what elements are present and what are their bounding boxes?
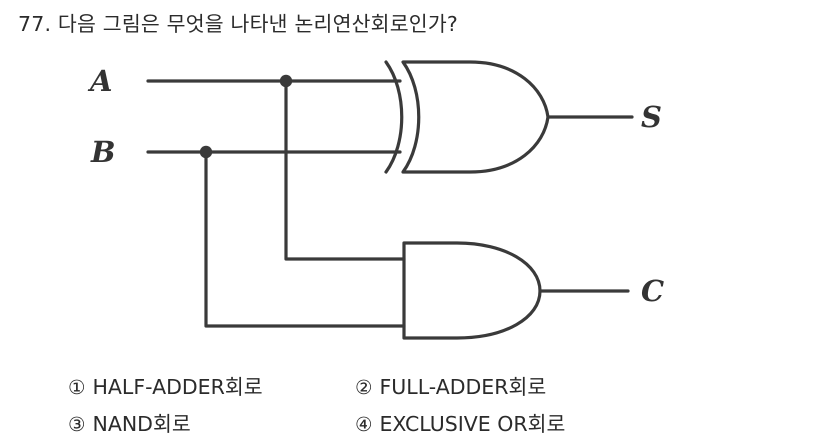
xor-gate-outer-arc: [384, 60, 404, 174]
xor-gate-body: [401, 60, 550, 174]
output-label-c: C: [641, 274, 665, 308]
option-marker-1: ①: [68, 376, 86, 399]
option-label-3: NAND회로: [92, 412, 191, 436]
answer-option-1[interactable]: ① HALF-ADDER회로: [68, 370, 263, 400]
input-label-a: A: [90, 64, 113, 98]
answer-option-2[interactable]: ② FULL-ADDER회로: [355, 370, 546, 400]
answer-option-4[interactable]: ④ EXCLUSIVE OR회로: [355, 407, 565, 437]
option-label-2: FULL-ADDER회로: [379, 375, 547, 399]
junction-dot-a: [279, 74, 293, 88]
answer-option-3[interactable]: ③ NAND회로: [68, 407, 191, 437]
wire-a-branch-to-and: [284, 79, 406, 261]
wire-b-branch-to-and: [204, 150, 406, 328]
question-text: 77. 다음 그림은 무엇을 나타낸 논리연산회로인가?: [18, 12, 459, 36]
junction-dot-b: [199, 145, 213, 159]
answer-options: ① HALF-ADDER회로 ② FULL-ADDER회로 ③ NAND회로 ④ EXC…: [0, 370, 826, 444]
option-row-1: ① HALF-ADDER회로 ② FULL-ADDER회로: [0, 370, 826, 407]
option-marker-3: ③: [68, 413, 86, 436]
option-label-1: HALF-ADDER회로: [92, 375, 263, 399]
input-label-b: B: [91, 135, 116, 169]
option-label-4: EXCLUSIVE OR회로: [379, 412, 566, 436]
option-row-2: ③ NAND회로 ④ EXCLUSIVE OR회로: [0, 407, 826, 444]
option-marker-4: ④: [355, 413, 373, 436]
output-label-s: S: [641, 100, 662, 134]
option-marker-2: ②: [355, 376, 373, 399]
and-gate-body: [402, 241, 542, 340]
